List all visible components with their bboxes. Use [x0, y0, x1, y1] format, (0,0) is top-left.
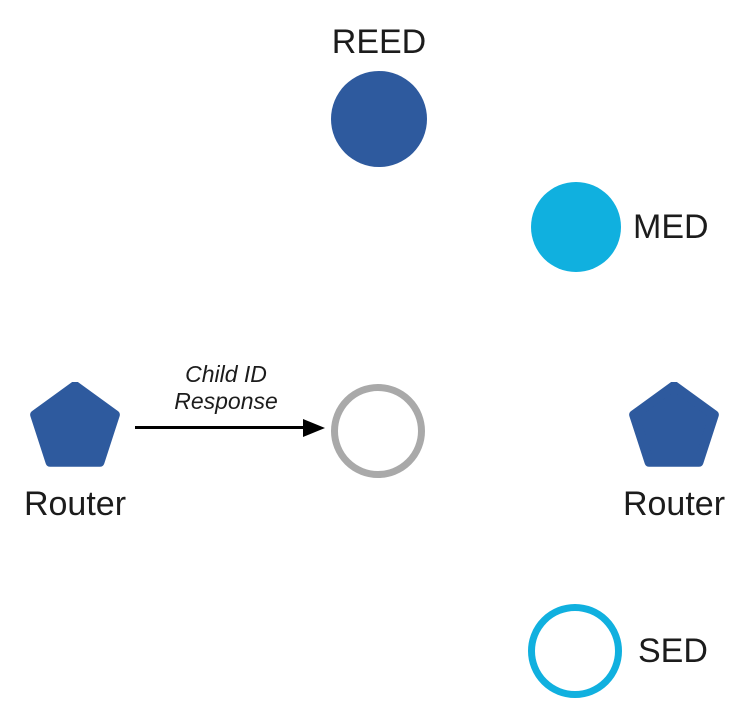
- arrow-label-line1: Child ID: [185, 361, 267, 387]
- arrow-label: Child ID Response: [136, 361, 316, 415]
- router-right-pentagon-icon: [626, 382, 722, 470]
- arrow-label-line2: Response: [174, 388, 278, 414]
- pentagon-icon: [30, 382, 120, 467]
- pentagon-icon: [629, 382, 719, 467]
- sed-node-label: SED: [638, 632, 708, 670]
- router-left-label: Router: [23, 485, 127, 523]
- reed-node-label: REED: [331, 23, 427, 61]
- reed-node-circle-icon: [331, 71, 427, 167]
- med-node-label: MED: [633, 208, 709, 246]
- med-node-circle-icon: [531, 182, 621, 272]
- joining-device-circle-icon: [331, 384, 425, 478]
- sed-node-circle-icon: [528, 604, 622, 698]
- arrow-line: [135, 426, 305, 429]
- router-right-label: Router: [622, 485, 726, 523]
- arrow-head-icon: [303, 419, 325, 437]
- router-left-pentagon-icon: [27, 382, 123, 470]
